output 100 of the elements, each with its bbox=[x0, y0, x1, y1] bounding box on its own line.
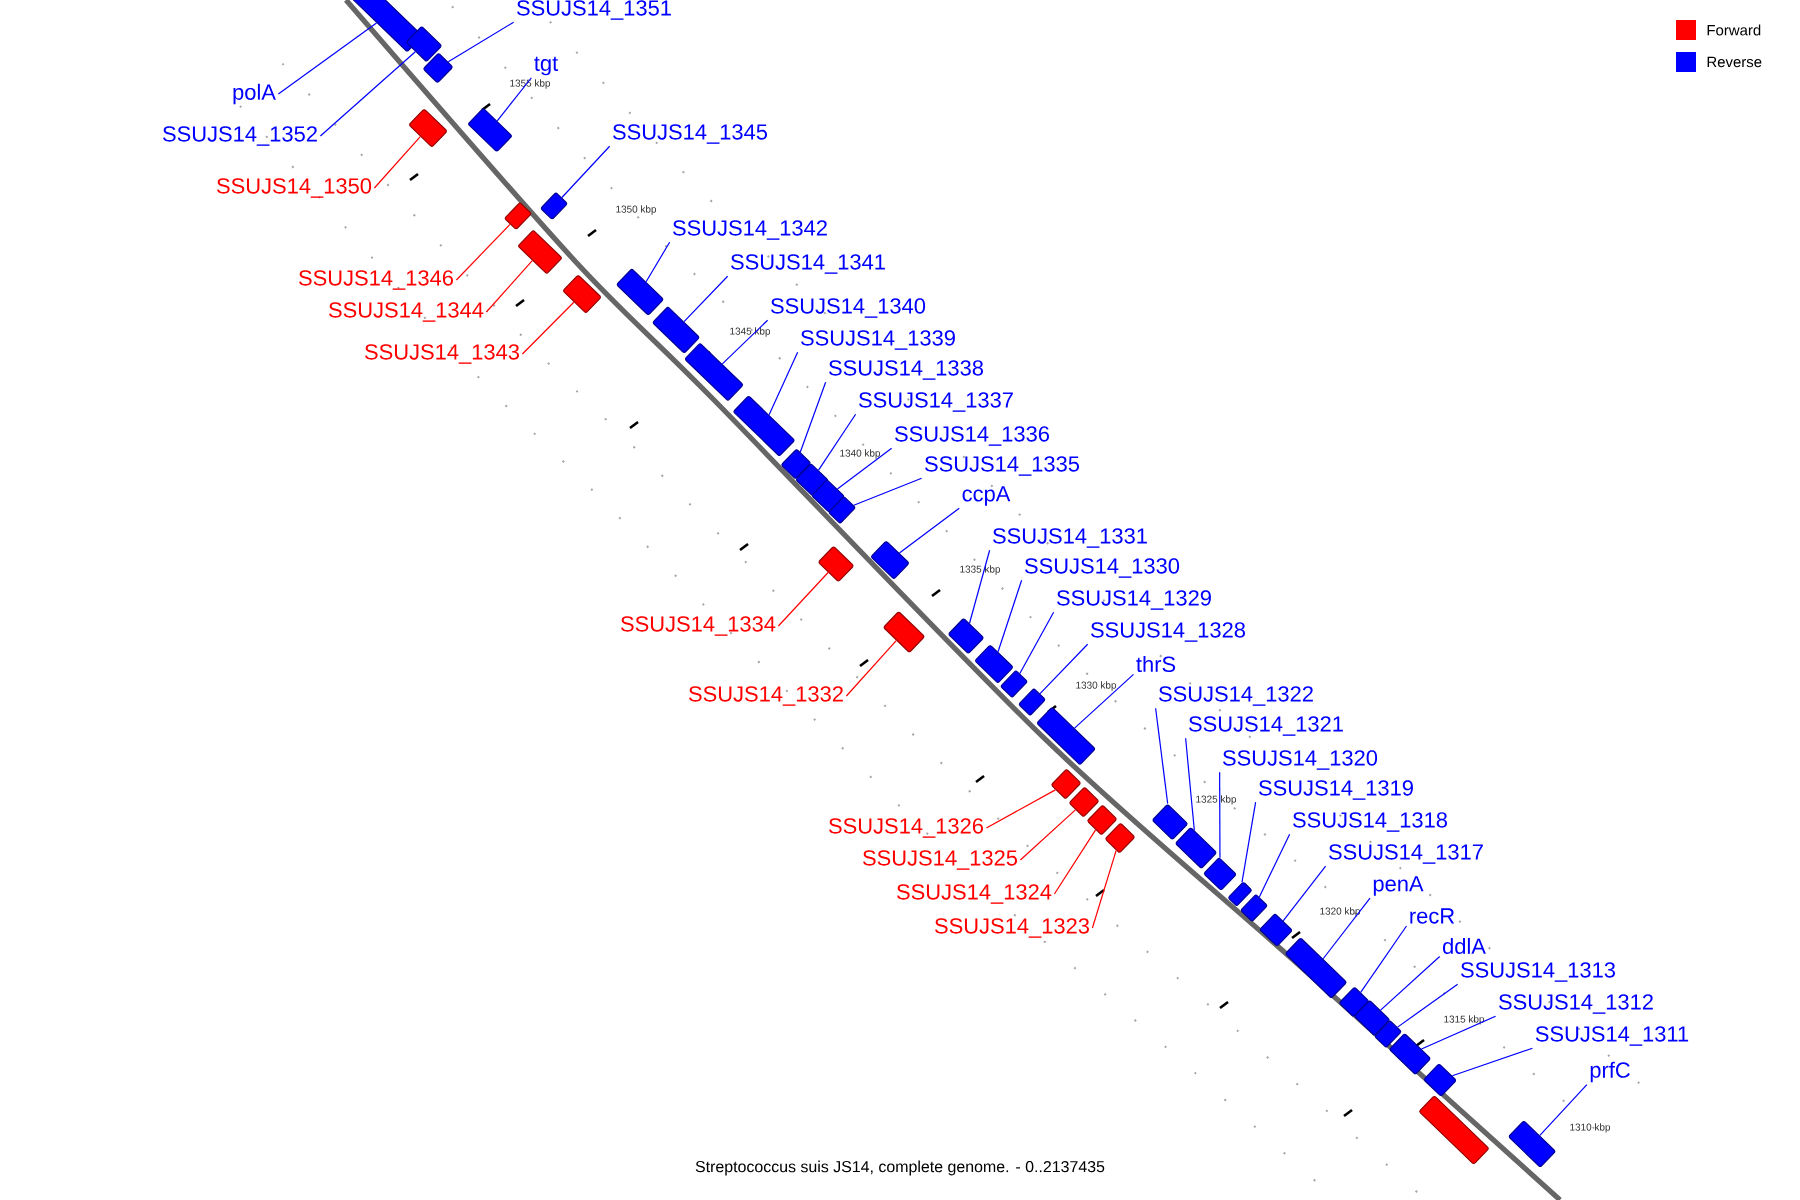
gene-block bbox=[1423, 1063, 1457, 1096]
gene-block bbox=[1419, 1095, 1489, 1165]
gene-block bbox=[1175, 827, 1217, 869]
gene-label: SSUJS14_1335 bbox=[925, 456, 1080, 476]
leader-line bbox=[1380, 955, 1441, 1011]
leader-line bbox=[447, 21, 515, 63]
gene-label: SSUJS14_1320 bbox=[1223, 750, 1378, 770]
gene-label: SSUJS14_1324 bbox=[897, 884, 1052, 904]
gene-block bbox=[1018, 688, 1046, 716]
gene-label: SSUJS14_1340 bbox=[771, 298, 926, 318]
leader-line bbox=[898, 507, 960, 554]
gene-label: SSUJS14_1344 bbox=[329, 302, 484, 322]
leader-line bbox=[496, 77, 533, 122]
leader-line bbox=[277, 22, 378, 95]
gene-block bbox=[406, 26, 442, 62]
gene-block bbox=[1259, 913, 1293, 946]
gene-label: tgt bbox=[534, 56, 559, 76]
gene-label: SSUJS14_1336 bbox=[895, 426, 1049, 446]
leader-line bbox=[373, 136, 421, 189]
gene-label: SSUJS14_1311 bbox=[1535, 1026, 1689, 1046]
leader-line bbox=[1282, 865, 1327, 922]
gene-label: SSUJS14_1337 bbox=[859, 392, 1013, 412]
leader-line bbox=[1074, 673, 1135, 729]
gene-label: prfC bbox=[1590, 1061, 1630, 1083]
gene-label: ccpA bbox=[962, 486, 1011, 506]
leader-line bbox=[1019, 611, 1055, 675]
gene-label: SSUJS14_1330 bbox=[1025, 558, 1180, 578]
gene-block bbox=[423, 53, 453, 83]
leader-line bbox=[985, 789, 1056, 829]
gene-block bbox=[504, 202, 532, 230]
gene-label: SSUJS14_1350 bbox=[217, 178, 372, 198]
leader-line bbox=[1185, 737, 1195, 831]
leader-line bbox=[1155, 707, 1169, 805]
gene-block bbox=[733, 396, 795, 456]
leader-line bbox=[485, 260, 533, 313]
gene-label: SSUJS14_1352 bbox=[163, 126, 317, 146]
gene-label: SSUJS14_1321 bbox=[1189, 716, 1343, 736]
leader-line bbox=[968, 549, 991, 624]
leader-line bbox=[521, 301, 575, 355]
leader-line bbox=[1451, 1047, 1534, 1077]
gene-block bbox=[818, 546, 854, 582]
gene-block bbox=[1000, 670, 1028, 698]
gene-label: SSUJS14_1343 bbox=[365, 344, 519, 364]
gene-label: SSUJS14_1323 bbox=[935, 918, 1089, 938]
gene-label: SSUJS14_1322 bbox=[1159, 686, 1313, 706]
gene-block bbox=[871, 541, 909, 579]
leader-line bbox=[1322, 897, 1371, 960]
leader-line bbox=[1039, 643, 1089, 695]
leader-line bbox=[319, 51, 416, 137]
gene-label: SSUJS14_1328 bbox=[1091, 622, 1245, 642]
gene-label: SSUJS14_1329 bbox=[1057, 590, 1211, 610]
leader-line bbox=[777, 571, 829, 627]
gene-label: SSUJS14_1341 bbox=[731, 254, 885, 274]
leader-line bbox=[683, 275, 729, 323]
gene-block bbox=[1228, 882, 1252, 906]
gene-block bbox=[781, 449, 811, 479]
leader-line bbox=[1360, 925, 1408, 993]
gene-block bbox=[1203, 857, 1237, 890]
leader-line bbox=[836, 447, 893, 490]
gene-block bbox=[811, 479, 845, 512]
leader-line bbox=[1019, 809, 1076, 861]
leader-line bbox=[1397, 983, 1459, 1028]
leader-line bbox=[561, 145, 611, 199]
gene-block bbox=[1389, 1033, 1431, 1075]
gene-block bbox=[540, 192, 568, 220]
gene-block bbox=[1240, 894, 1268, 922]
gene-block bbox=[616, 269, 664, 315]
gene-label: penA bbox=[1373, 876, 1424, 896]
gene-block bbox=[828, 496, 856, 524]
gene-label: SSUJS14_1319 bbox=[1259, 780, 1413, 800]
leader-line bbox=[1420, 1015, 1497, 1050]
gene-label: thrS bbox=[1136, 655, 1176, 673]
leader-line bbox=[721, 319, 769, 365]
gene-label: SSUJS14_1312 bbox=[1499, 994, 1653, 1014]
leader-line bbox=[645, 241, 671, 283]
gene-label: SSUJS14_1351 bbox=[517, 0, 671, 20]
gene-label: SSUJS14_1334 bbox=[621, 616, 776, 636]
gene-label: SSUJS14_1346 bbox=[299, 270, 453, 290]
gene-label: SSUJS14_1338 bbox=[829, 360, 983, 380]
gene-label: SSUJS14_1313 bbox=[1461, 962, 1615, 982]
leader-line bbox=[1539, 1084, 1588, 1137]
gene-label: SSUJS14_1339 bbox=[801, 330, 955, 350]
gene-block bbox=[1069, 787, 1099, 817]
leader-line bbox=[1258, 833, 1291, 898]
gene-block bbox=[883, 611, 925, 653]
gene-label: SSUJS14_1345 bbox=[613, 124, 768, 144]
gene-label: polA bbox=[233, 83, 276, 105]
gene-block bbox=[1354, 1000, 1390, 1036]
leader-line bbox=[997, 579, 1023, 653]
gene-block bbox=[1037, 707, 1095, 765]
leader-line bbox=[845, 640, 897, 697]
leader-line bbox=[1053, 829, 1097, 895]
gene-block bbox=[1087, 805, 1117, 835]
gene-label: SSUJS14_1326 bbox=[829, 818, 983, 838]
gene-label: SSUJS14_1318 bbox=[1293, 812, 1447, 832]
gene-block bbox=[1339, 987, 1369, 1017]
gene-block bbox=[795, 463, 829, 496]
gene-block bbox=[1152, 804, 1188, 840]
gene-label: SSUJS14_1332 bbox=[689, 686, 843, 706]
leader-line bbox=[1219, 771, 1221, 859]
